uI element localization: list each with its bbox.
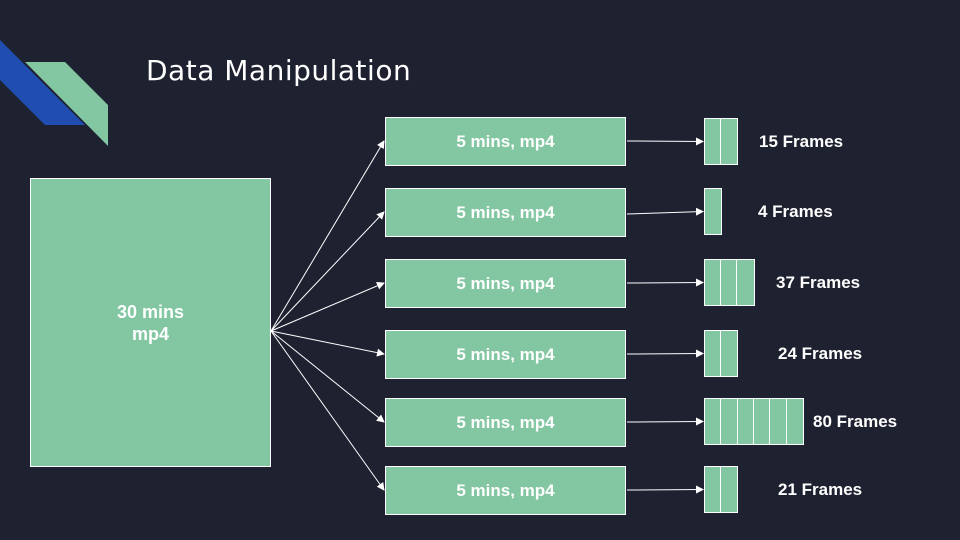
- frames-stack: [704, 118, 738, 165]
- frames-arrow: [626, 207, 704, 216]
- frame-cell: [721, 331, 737, 376]
- clip-box: 5 mins, mp4: [385, 330, 626, 379]
- frames-stack: [704, 330, 738, 377]
- frames-arrow: [626, 137, 704, 146]
- frames-count-label: 4 Frames: [758, 201, 833, 221]
- frames-count-label: 37 Frames: [776, 272, 861, 292]
- frames-arrow: [626, 417, 704, 426]
- frame-cell: [721, 260, 738, 305]
- frame-cell: [705, 260, 722, 305]
- frames-count-label: 21 Frames: [778, 479, 863, 499]
- frame-cell: [787, 399, 803, 444]
- frame-cell: [737, 260, 753, 305]
- fan-arrow: [270, 330, 385, 423]
- frames-count-label: 15 Frames: [759, 131, 844, 151]
- clip-box: 5 mins, mp4: [385, 188, 626, 237]
- fan-arrow: [270, 330, 385, 491]
- frames-stack: [704, 466, 738, 513]
- frame-cell: [705, 467, 722, 512]
- frame-cell: [754, 399, 771, 444]
- frame-cell: [721, 119, 737, 164]
- clip-box: 5 mins, mp4: [385, 117, 626, 166]
- frame-cell: [721, 467, 737, 512]
- frame-cell: [705, 331, 722, 376]
- fan-arrow: [270, 140, 385, 332]
- frames-stack: [704, 259, 755, 306]
- frames-count-label: 80 Frames: [813, 411, 898, 431]
- source-video-box: 30 mins mp4: [30, 178, 271, 467]
- frames-arrow: [626, 278, 704, 287]
- fan-arrow: [270, 211, 385, 332]
- frames-arrow: [626, 349, 704, 358]
- frame-cell: [705, 189, 721, 234]
- page-title: Data Manipulation: [146, 54, 412, 87]
- fan-arrow: [270, 330, 385, 357]
- frames-stack: [704, 188, 722, 235]
- frames-stack: [704, 398, 804, 445]
- frames-arrow: [626, 485, 704, 494]
- frame-cell: [738, 399, 754, 444]
- frame-cell: [705, 119, 722, 164]
- logo-icon: [0, 40, 108, 146]
- frame-cell: [721, 399, 738, 444]
- clip-box: 5 mins, mp4: [385, 466, 626, 515]
- source-duration: 30 mins: [116, 301, 185, 322]
- clip-box: 5 mins, mp4: [385, 259, 626, 308]
- fan-arrow: [270, 282, 385, 332]
- source-format: mp4: [131, 323, 169, 344]
- frame-cell: [705, 399, 722, 444]
- frames-count-label: 24 Frames: [778, 343, 863, 363]
- frame-cell: [770, 399, 787, 444]
- clip-box: 5 mins, mp4: [385, 398, 626, 447]
